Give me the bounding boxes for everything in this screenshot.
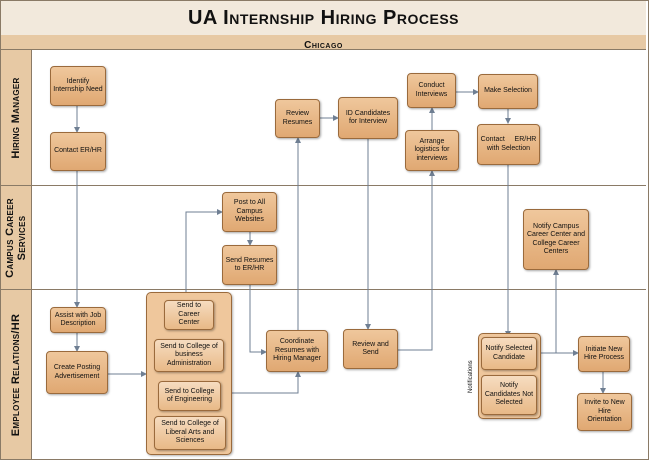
- step-coordinate-resumes[interactable]: Coordinate Resumes with Hiring Manager: [266, 330, 328, 372]
- location-label: Chicago: [304, 40, 343, 51]
- connector: [249, 285, 267, 355]
- lane-employee-relations-hr: Employee Relations/HR: [1, 290, 646, 459]
- step-send-engineering[interactable]: Send to College of Engineering: [158, 381, 221, 411]
- step-make-selection[interactable]: Make Selection: [478, 74, 538, 109]
- step-send-business[interactable]: Send to College of business Administrati…: [154, 339, 224, 372]
- connector: [541, 269, 559, 354]
- step-identify-need[interactable]: Identify Internship Need: [50, 66, 106, 106]
- lane-campus-career-services: Campus Career Services: [1, 186, 646, 290]
- step-notify-selected[interactable]: Notify Selected Candidate: [481, 337, 537, 370]
- step-arrange-logistics[interactable]: Arrange logistics for interviews: [405, 130, 459, 171]
- lane-label-employee-relations-hr: Employee Relations/HR: [1, 290, 32, 459]
- step-contact-er-hr[interactable]: Contact ER/HR: [50, 132, 106, 171]
- title-bar: UA Internship Hiring Process: [1, 1, 646, 36]
- page-title: UA Internship Hiring Process: [187, 7, 460, 29]
- step-initiate-new-hire[interactable]: Initiate New Hire Process: [578, 336, 630, 372]
- step-send-career-center[interactable]: Send to Career Center: [164, 300, 214, 330]
- step-notify-not-selected[interactable]: Notify Candidates Not Selected: [481, 375, 537, 415]
- step-send-resumes[interactable]: Send Resumes to ER/HR: [222, 245, 277, 285]
- connector: [232, 371, 301, 394]
- lane-label-hiring-manager: Hiring Manager: [1, 50, 32, 185]
- location-bar: Chicago: [1, 35, 646, 51]
- step-conduct-interviews[interactable]: Conduct Interviews: [407, 73, 456, 108]
- connector: [185, 209, 223, 292]
- step-post-websites[interactable]: Post to All Campus Websites: [222, 192, 277, 232]
- notifications-label: Notifications: [468, 360, 474, 393]
- step-contact-with-selection[interactable]: Contact ER/HR with Selection: [477, 124, 540, 165]
- step-send-las[interactable]: Send to College of Liberal Arts and Scie…: [154, 416, 226, 450]
- step-review-resumes[interactable]: Review Resumes: [275, 99, 320, 138]
- lane-hiring-manager: Hiring Manager: [1, 50, 646, 186]
- step-notify-campus[interactable]: Notify Campus Career Center and College …: [523, 209, 589, 270]
- step-review-send[interactable]: Review and Send: [343, 329, 398, 369]
- step-id-candidates[interactable]: ID Candidates for Interview: [338, 97, 398, 139]
- step-assist-job-description[interactable]: Assist with Job Description: [50, 307, 106, 333]
- step-create-posting[interactable]: Create Posting Advertisement: [46, 351, 108, 394]
- connector: [398, 170, 435, 351]
- step-invite-orientation[interactable]: Invite to New Hire Orientation: [577, 393, 632, 431]
- lane-label-campus-career-services: Campus Career Services: [1, 186, 32, 289]
